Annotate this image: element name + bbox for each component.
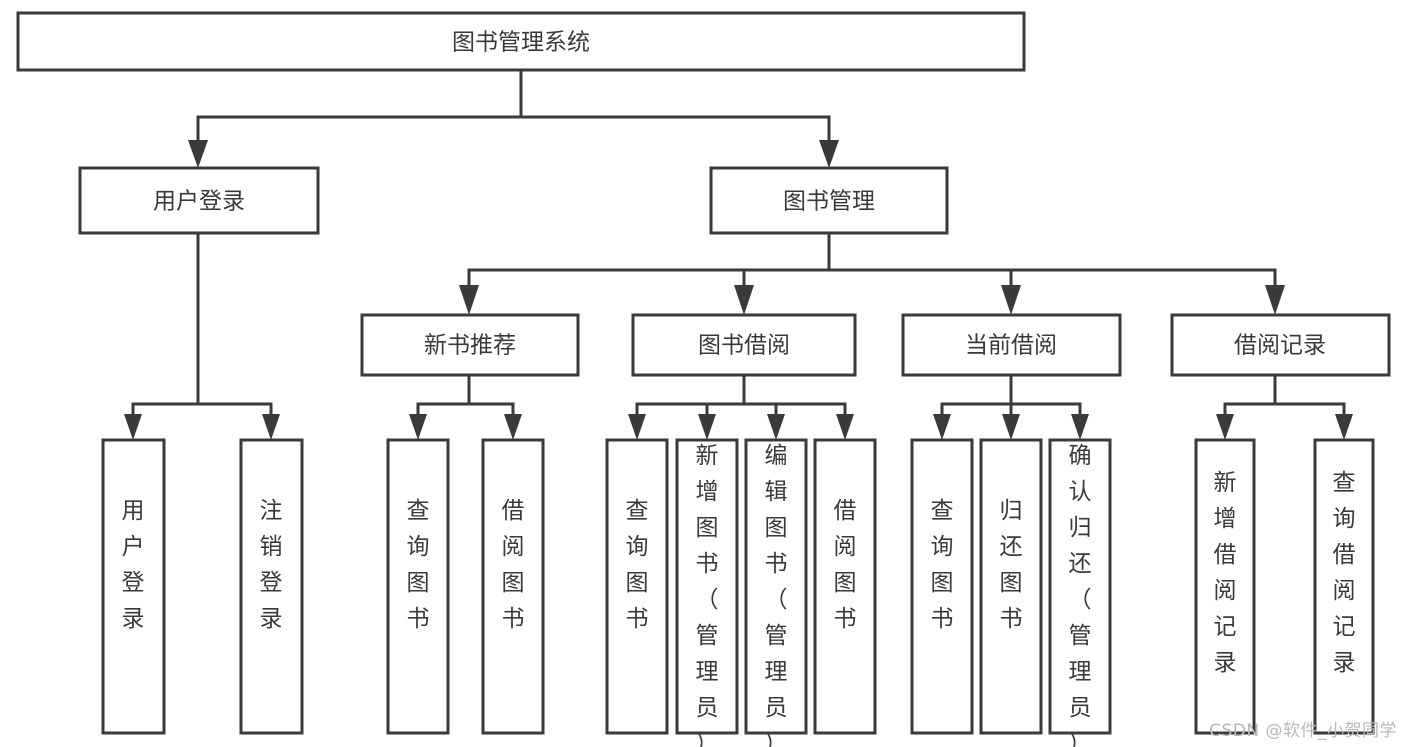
leaf-return-book-box[interactable] bbox=[979, 438, 1043, 735]
leaf-query-borrow-record[interactable]: 查询借阅记录 bbox=[1313, 438, 1375, 735]
arrow-leaf-return-book bbox=[1002, 414, 1020, 440]
leaf-add-book-admin-box[interactable] bbox=[675, 438, 739, 735]
leaf-borrow-book-borrow[interactable]: 借阅图书 bbox=[813, 438, 877, 735]
leaf-query-book-newbook[interactable]: 查询图书 bbox=[386, 438, 450, 735]
leaf-user-login[interactable]: 用户登录 bbox=[101, 438, 166, 735]
leaf-query-book-current-label: 查询图书 bbox=[931, 498, 954, 632]
node-book-management-label: 图书管理 bbox=[783, 189, 875, 215]
node-current-borrow[interactable]: 当前借阅 bbox=[901, 313, 1122, 377]
leaf-user-login-box[interactable] bbox=[101, 438, 166, 735]
arrow-to-book-manage bbox=[819, 140, 839, 168]
leaf-query-borrow-record-label: 查询借阅记录 bbox=[1333, 470, 1356, 676]
node-book-management-box[interactable] bbox=[709, 166, 949, 235]
node-root-system[interactable]: 图书管理系统 bbox=[16, 11, 1026, 72]
arrow-leaf-logout bbox=[262, 414, 280, 440]
arrow-leaf-confirm-return bbox=[1071, 414, 1089, 440]
node-borrow-record-box[interactable] bbox=[1170, 313, 1391, 377]
leaf-query-book-current[interactable]: 查询图书 bbox=[910, 438, 974, 735]
arrow-leaf-borrow-book-1 bbox=[504, 414, 522, 440]
leaf-borrow-book-newbook[interactable]: 借阅图书 bbox=[481, 438, 545, 735]
arrow-to-borrow-record bbox=[1265, 285, 1285, 315]
leaf-edit-book-admin[interactable]: 编辑图书（管理员） bbox=[744, 438, 808, 747]
leaf-borrow-book-newbook-label: 借阅图书 bbox=[502, 498, 525, 632]
node-user-login-box[interactable] bbox=[78, 166, 320, 235]
arrow-leaf-add-book bbox=[698, 414, 716, 440]
node-new-book-recommend-label: 新书推荐 bbox=[424, 333, 516, 359]
leaf-confirm-return-admin-label: 确认归还（管理员） bbox=[1069, 443, 1092, 747]
leaf-edit-book-admin-box[interactable] bbox=[744, 438, 808, 735]
leaf-add-borrow-record[interactable]: 新增借阅记录 bbox=[1194, 438, 1256, 735]
leaf-query-borrow-record-box[interactable] bbox=[1313, 438, 1375, 735]
node-root-system-label: 图书管理系统 bbox=[452, 30, 590, 56]
leaf-return-book-label: 归还图书 bbox=[1000, 498, 1023, 632]
leaf-query-book-borrow-label: 查询图书 bbox=[626, 498, 649, 632]
leaf-logout[interactable]: 注销登录 bbox=[239, 438, 304, 735]
leaf-query-book-newbook-label: 查询图书 bbox=[407, 498, 430, 632]
node-new-book-recommend[interactable]: 新书推荐 bbox=[360, 313, 580, 377]
leaf-add-borrow-record-label: 新增借阅记录 bbox=[1214, 470, 1237, 676]
arrow-leaf-borrow-book-2 bbox=[836, 414, 854, 440]
leaf-borrow-book-borrow-box[interactable] bbox=[813, 438, 877, 735]
arrow-leaf-query-record bbox=[1335, 414, 1353, 440]
leaf-borrow-book-borrow-label: 借阅图书 bbox=[834, 498, 857, 632]
node-new-book-recommend-box[interactable] bbox=[360, 313, 580, 377]
arrow-leaf-query-book-2 bbox=[628, 414, 646, 440]
node-current-borrow-label: 当前借阅 bbox=[965, 333, 1057, 359]
node-book-borrow-box[interactable] bbox=[631, 313, 857, 377]
leaf-confirm-return-admin[interactable]: 确认归还（管理员） bbox=[1048, 438, 1112, 747]
node-root-system-box[interactable] bbox=[16, 11, 1026, 72]
leaf-add-book-admin-label: 新增图书（管理员） bbox=[696, 443, 719, 747]
arrow-leaf-user-login bbox=[124, 414, 142, 440]
node-current-borrow-box[interactable] bbox=[901, 313, 1122, 377]
node-book-borrow[interactable]: 图书借阅 bbox=[631, 313, 857, 377]
arrow-leaf-query-book-3 bbox=[933, 414, 951, 440]
arrow-leaf-query-book-1 bbox=[409, 414, 427, 440]
leaf-add-book-admin[interactable]: 新增图书（管理员） bbox=[675, 438, 739, 747]
arrow-leaf-add-record bbox=[1216, 414, 1234, 440]
leaf-add-borrow-record-box[interactable] bbox=[1194, 438, 1256, 735]
node-borrow-record-label: 借阅记录 bbox=[1234, 333, 1326, 359]
leaf-return-book[interactable]: 归还图书 bbox=[979, 438, 1043, 735]
leaf-user-login-label: 用户登录 bbox=[122, 498, 145, 632]
leaf-logout-label: 注销登录 bbox=[260, 498, 283, 632]
arrow-to-user-login bbox=[188, 140, 208, 168]
leaf-query-book-current-box[interactable] bbox=[910, 438, 974, 735]
leaf-query-book-borrow[interactable]: 查询图书 bbox=[605, 438, 669, 735]
arrow-to-new-book-rec bbox=[459, 285, 479, 315]
arrow-to-current-borrow bbox=[1001, 285, 1021, 315]
leaf-borrow-book-newbook-box[interactable] bbox=[481, 438, 545, 735]
node-user-login[interactable]: 用户登录 bbox=[78, 166, 320, 235]
node-book-management[interactable]: 图书管理 bbox=[709, 166, 949, 235]
node-book-borrow-label: 图书借阅 bbox=[698, 333, 790, 359]
node-user-login-label: 用户登录 bbox=[153, 189, 245, 215]
leaf-edit-book-admin-label: 编辑图书（管理员） bbox=[765, 443, 788, 747]
leaf-confirm-return-admin-box[interactable] bbox=[1048, 438, 1112, 735]
leaf-logout-box[interactable] bbox=[239, 438, 304, 735]
arrow-to-book-borrow bbox=[734, 285, 754, 315]
arrow-leaf-edit-book bbox=[767, 414, 785, 440]
connector-layer bbox=[124, 68, 1353, 440]
node-borrow-record[interactable]: 借阅记录 bbox=[1170, 313, 1391, 377]
leaf-query-book-newbook-box[interactable] bbox=[386, 438, 450, 735]
leaf-query-book-borrow-box[interactable] bbox=[605, 438, 669, 735]
